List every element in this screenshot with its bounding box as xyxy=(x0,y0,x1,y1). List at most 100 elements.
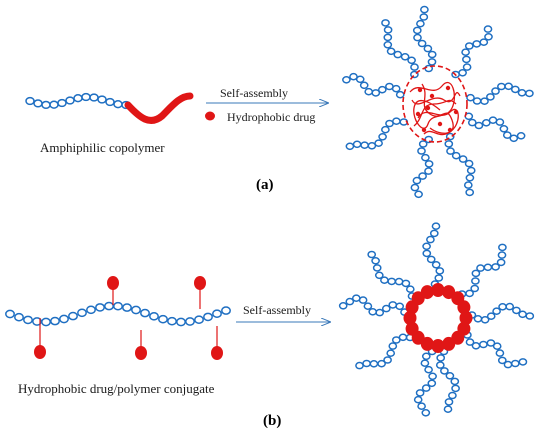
conjugated-drug xyxy=(34,345,46,359)
chain-bead xyxy=(486,339,496,347)
chain-bead xyxy=(371,256,380,265)
chain-bead xyxy=(483,25,493,33)
chain-bead xyxy=(474,121,484,130)
chain-bead xyxy=(388,301,398,309)
chain-bead xyxy=(419,13,429,21)
chain-bead xyxy=(440,367,449,375)
chain-bead xyxy=(510,359,520,368)
encapsulated-drug xyxy=(415,111,421,117)
chain-bead xyxy=(470,284,480,293)
chain-bead xyxy=(398,333,408,342)
chain-bead xyxy=(412,26,422,35)
chain-bead xyxy=(525,312,535,320)
chain-bead xyxy=(377,85,387,94)
chain-bead xyxy=(410,183,420,192)
chain-bead xyxy=(355,361,364,370)
chain-bead xyxy=(443,405,453,414)
chain-bead xyxy=(491,263,500,271)
chain-bead xyxy=(73,94,83,103)
chain-bead xyxy=(512,306,521,315)
micelle-b-corona xyxy=(338,222,535,417)
chain-bead xyxy=(427,58,437,66)
conjugate-label: Hydrophobic drug/polymer conjugate xyxy=(18,381,215,396)
chain-bead xyxy=(65,96,75,105)
chain-bead xyxy=(33,99,43,108)
chain-bead xyxy=(434,274,444,282)
chain-bead xyxy=(448,391,457,400)
chain-bead xyxy=(383,33,393,42)
chain-bead xyxy=(464,159,474,168)
chain-bead xyxy=(450,377,460,386)
chain-bead xyxy=(444,140,454,148)
chain-bead xyxy=(221,306,231,315)
chain-bead xyxy=(372,264,382,272)
chain-bead xyxy=(41,100,51,110)
conjugated-drug xyxy=(135,346,147,360)
chain-bead xyxy=(104,301,114,311)
chain-bead xyxy=(395,90,405,99)
chain-bead xyxy=(510,85,520,94)
micelle-a xyxy=(342,5,534,199)
chain-bead xyxy=(465,289,474,298)
panel-b-label: (b) xyxy=(263,413,281,429)
chain-bead xyxy=(14,312,24,322)
chain-bead xyxy=(464,42,474,50)
chain-bead xyxy=(413,33,422,42)
chain-bead xyxy=(509,134,519,143)
chain-bead xyxy=(395,302,405,311)
chain-bead xyxy=(525,89,534,98)
chain-bead xyxy=(499,124,509,133)
chain-bead xyxy=(471,269,481,278)
ring-drug-bead xyxy=(420,285,434,300)
chain-bead xyxy=(483,263,493,272)
chain-bead xyxy=(424,160,434,168)
hydrophobic-drug-label: Hydrophobic drug xyxy=(227,110,315,124)
chain-bead xyxy=(505,302,515,311)
chain-bead xyxy=(451,384,460,393)
chain-bead xyxy=(435,267,445,275)
chain-bead xyxy=(158,314,168,324)
chain-bead xyxy=(424,167,433,175)
encapsulated-drug xyxy=(421,127,427,133)
chain-bead xyxy=(212,309,222,319)
chain-bead xyxy=(431,260,441,269)
chain-bead xyxy=(167,316,177,326)
chain-bead xyxy=(497,251,507,259)
chain-bead xyxy=(517,88,527,97)
chain-bead xyxy=(176,317,186,327)
chain-bead xyxy=(484,32,493,41)
chain-bead xyxy=(77,308,87,318)
chain-bead xyxy=(149,311,159,321)
chain-bead xyxy=(435,361,445,369)
chain-bead xyxy=(41,317,51,327)
chain-bead xyxy=(445,132,455,141)
chain-bead xyxy=(458,68,467,77)
ring-drug-bead xyxy=(459,311,473,325)
encapsulated-drug xyxy=(447,127,453,133)
chain-bead xyxy=(50,316,60,326)
chain-bead xyxy=(418,172,427,180)
chain-bead xyxy=(345,297,355,306)
chain-bead xyxy=(367,250,377,259)
chain-bead xyxy=(345,142,355,151)
chain-bead xyxy=(497,356,507,365)
chain-bead xyxy=(486,93,495,101)
conjugated-drug xyxy=(107,276,119,290)
chain-bead xyxy=(458,155,468,163)
self-assembly-label-b: Self-assembly xyxy=(243,303,311,317)
hydrophobic-drug-dot xyxy=(205,111,215,121)
chain-bead xyxy=(368,307,378,316)
chain-bead xyxy=(400,52,410,61)
chain-bead xyxy=(410,63,419,71)
chain-bead xyxy=(59,314,69,324)
chain-bead xyxy=(392,117,401,126)
core-chain-strand xyxy=(411,92,461,105)
chain-bead xyxy=(423,44,433,53)
chain-bead xyxy=(516,131,526,140)
micelle-a-core-tangle xyxy=(409,82,461,136)
chain-bead xyxy=(421,352,431,361)
chain-bead xyxy=(363,302,373,311)
encapsulated-drug xyxy=(429,93,435,99)
chain-bead xyxy=(495,118,505,126)
copolymer-hydrophobic-block xyxy=(124,92,194,124)
